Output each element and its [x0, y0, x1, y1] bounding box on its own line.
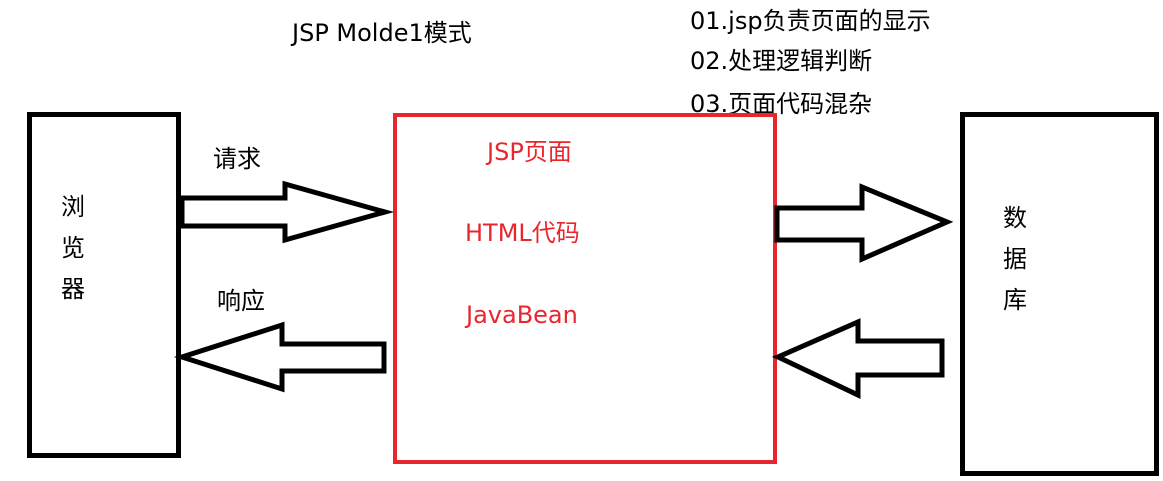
browser-label-char-1: 浏 — [61, 193, 85, 221]
jsp-html-code-label: HTML代码 — [465, 219, 580, 247]
browser-label-char-3: 器 — [61, 275, 85, 303]
browser-label-char-2: 览 — [61, 234, 85, 262]
jsp-javabean-label: JavaBean — [466, 301, 578, 329]
response-arrow — [173, 321, 387, 393]
request-label: 请求 — [213, 145, 261, 173]
note-2: 02.处理逻辑判断 — [690, 47, 873, 75]
note-1: 01.jsp负责页面的显示 — [690, 7, 931, 35]
to-database-arrow — [774, 183, 954, 263]
database-label-char-1: 数 — [1003, 204, 1027, 232]
jsp-page-box — [393, 113, 777, 464]
database-label-char-3: 库 — [1003, 286, 1027, 314]
browser-label: 浏 览 器 — [58, 187, 88, 310]
response-label: 响应 — [217, 287, 265, 315]
jsp-page-title: JSP页面 — [487, 138, 572, 166]
database-label-char-2: 据 — [1003, 245, 1027, 273]
from-database-arrow — [771, 318, 945, 399]
database-label: 数 据 库 — [1000, 198, 1030, 321]
diagram-title: JSP Molde1模式 — [292, 19, 472, 47]
browser-box — [27, 112, 181, 458]
database-box — [960, 112, 1159, 476]
request-arrow — [179, 180, 395, 244]
